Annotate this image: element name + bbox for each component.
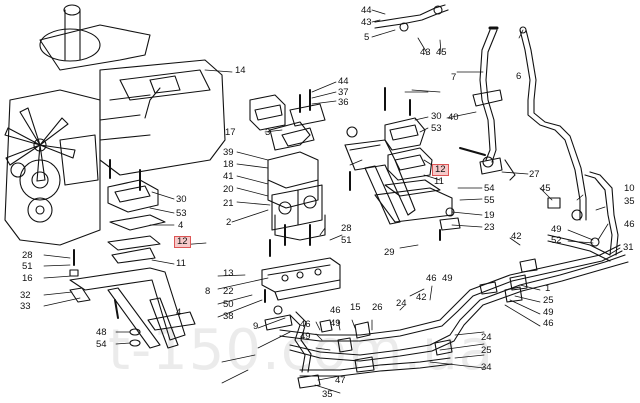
callout-38: 38 — [223, 311, 234, 322]
fuel-lines — [374, 4, 587, 221]
callout-35: 35 — [322, 389, 333, 400]
callout-55: 55 — [484, 195, 495, 206]
callout-33: 33 — [20, 301, 31, 312]
callout-1: 1 — [545, 283, 551, 294]
callout-31: 31 — [623, 242, 634, 253]
callout-2: 2 — [226, 217, 232, 228]
callout-46: 46 — [330, 305, 341, 316]
callout-45: 45 — [436, 47, 447, 58]
callout-24: 24 — [396, 298, 407, 309]
callout-30: 30 — [176, 194, 187, 205]
callout-21: 21 — [223, 198, 234, 209]
callout-22: 22 — [223, 286, 234, 297]
callout-11: 11 — [434, 176, 444, 187]
callout-17: 17 — [225, 127, 236, 138]
callout-53: 53 — [431, 123, 442, 134]
callout-52: 52 — [551, 235, 562, 246]
callout-16: 16 — [22, 273, 33, 284]
callout-43: 43 — [361, 17, 372, 28]
callout-42: 42 — [511, 231, 522, 242]
leader-lines — [43, 9, 621, 394]
callout-44: 44 — [361, 5, 372, 16]
callout-47: 47 — [335, 375, 346, 386]
callout-54: 54 — [96, 339, 107, 350]
callout-25: 25 — [481, 345, 492, 356]
callout-46: 46 — [543, 318, 554, 329]
callout-11: 11 — [176, 258, 186, 269]
callout-49: 49 — [330, 318, 341, 329]
callout-44: 44 — [338, 76, 349, 87]
pipe-clamps — [264, 258, 538, 389]
callout-34: 34 — [481, 362, 492, 373]
callout-32: 32 — [20, 290, 31, 301]
center-upper-brackets — [249, 89, 326, 151]
callout-4: 4 — [176, 307, 182, 318]
callout-53: 53 — [176, 208, 187, 219]
callout-54: 54 — [484, 183, 495, 194]
callout-43: 43 — [420, 47, 431, 58]
callout-12-highlighted: 12 — [174, 236, 191, 248]
right-frame — [344, 87, 461, 241]
callout-46: 46 — [426, 273, 437, 284]
callout-18: 18 — [223, 159, 234, 170]
callout-46: 46 — [300, 319, 311, 330]
callout-49: 49 — [551, 224, 562, 235]
callout-15: 15 — [350, 302, 361, 313]
callout-37: 37 — [338, 87, 349, 98]
callout-45: 45 — [540, 183, 551, 194]
callout-29: 29 — [384, 247, 395, 258]
left-mount — [69, 159, 166, 277]
callout-39: 39 — [223, 147, 234, 158]
long-pipes — [279, 171, 629, 377]
callout-49: 49 — [543, 307, 554, 318]
callout-28: 28 — [341, 223, 352, 234]
rubber-mounts — [267, 151, 326, 246]
callout-7: 7 — [451, 72, 457, 83]
callout-20: 20 — [223, 184, 234, 195]
callout-46: 46 — [624, 219, 635, 230]
callout-51: 51 — [22, 261, 33, 272]
callout-42: 42 — [416, 292, 427, 303]
callout-30: 30 — [431, 111, 442, 122]
callout-10: 10 — [624, 183, 635, 194]
callout-3: 3 — [265, 127, 271, 138]
callout-36: 36 — [338, 97, 349, 108]
callout-49: 49 — [300, 331, 311, 342]
callout-26: 26 — [372, 302, 383, 313]
callout-41: 41 — [223, 171, 234, 182]
callout-25: 25 — [543, 295, 554, 306]
callout-28: 28 — [22, 250, 33, 261]
callout-5: 5 — [364, 32, 370, 43]
callout-8: 8 — [205, 286, 211, 297]
callout-23: 23 — [484, 222, 495, 233]
callout-9: 9 — [253, 321, 259, 332]
callout-4: 4 — [178, 220, 184, 231]
lower-left-frame — [69, 267, 196, 349]
callout-14: 14 — [235, 65, 246, 76]
callout-12-highlighted: 12 — [432, 164, 449, 176]
callout-49: 49 — [442, 273, 453, 284]
callout-51: 51 — [341, 235, 352, 246]
callout-35: 35 — [624, 196, 635, 207]
callout-50: 50 — [223, 299, 234, 310]
callout-13: 13 — [223, 268, 234, 279]
callout-40: 40 — [448, 112, 459, 123]
callout-24: 24 — [481, 332, 492, 343]
callout-48: 48 — [96, 327, 107, 338]
engine-block — [4, 4, 226, 246]
callout-6: 6 — [516, 71, 522, 82]
callout-27: 27 — [529, 169, 540, 180]
fan — [4, 107, 76, 182]
center-lower-frame — [261, 239, 341, 303]
callout-19: 19 — [484, 210, 495, 221]
